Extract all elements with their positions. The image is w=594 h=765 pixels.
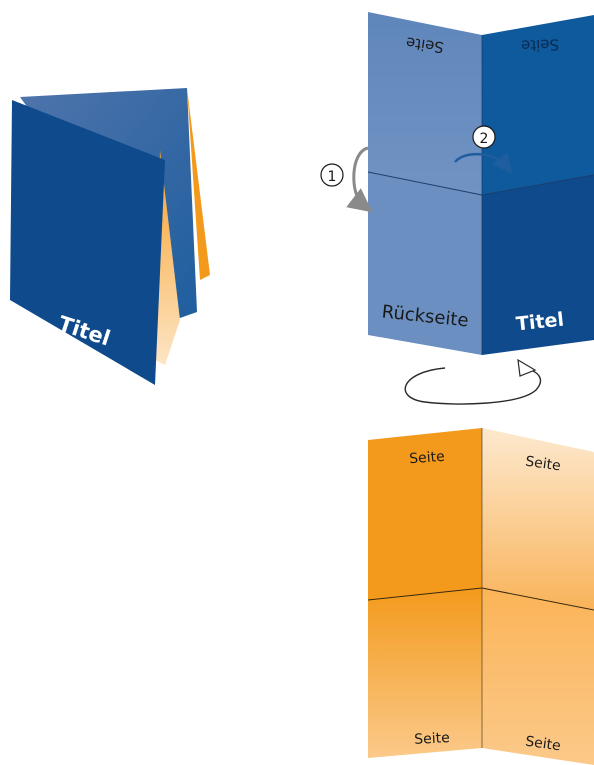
label-inner-top-left: Seite (409, 449, 446, 467)
panel-front-cover (482, 175, 594, 355)
fold-line-horizontal-left (367, 171, 483, 196)
fold-line-inner-h-left (367, 587, 483, 601)
inner-side-sheet: Seite Seite Seite Seite (367, 428, 594, 765)
rotate-arrowhead (517, 358, 537, 377)
booklet-front-cover (10, 100, 165, 385)
flip-arrow-icon (454, 151, 513, 174)
panel-outer-top-right (482, 15, 594, 195)
step-2-badge (472, 125, 496, 149)
label-outer-top-left: Seite (405, 33, 445, 56)
panel-back-cover (368, 172, 482, 355)
rotate-arrow (404, 358, 542, 405)
label-inner-bottom-left: Seite (414, 730, 450, 748)
panel-inner-top-right (482, 428, 594, 610)
step-2-flip: 2 (454, 125, 513, 174)
panel-inner-bottom-right (482, 588, 594, 765)
label-front-cover: Titel (515, 309, 565, 336)
label-outer-top-right: Seite (521, 35, 560, 54)
rotate-arrow-icon (404, 367, 542, 405)
outer-side-sheet: Seite Seite Rückseite Titel (367, 12, 594, 355)
folded-booklet: Titel (10, 88, 210, 385)
panel-outer-top-left (368, 12, 482, 195)
fold-line-inner-h-right (481, 587, 594, 611)
fold-line-horizontal-right (481, 174, 594, 196)
step-1-number: 1 (328, 169, 337, 185)
step-2-number: 2 (480, 131, 489, 147)
step-1-fold: 1 (320, 146, 373, 213)
panel-inner-bottom-left (368, 588, 482, 758)
label-inner-bottom-right: Seite (524, 734, 561, 755)
step-1-badge (320, 163, 344, 187)
fold-arrow-icon (346, 146, 373, 213)
label-inner-top-right: Seite (524, 454, 561, 475)
booklet-inner-page-1 (187, 88, 210, 280)
panel-inner-top-left (368, 428, 482, 600)
